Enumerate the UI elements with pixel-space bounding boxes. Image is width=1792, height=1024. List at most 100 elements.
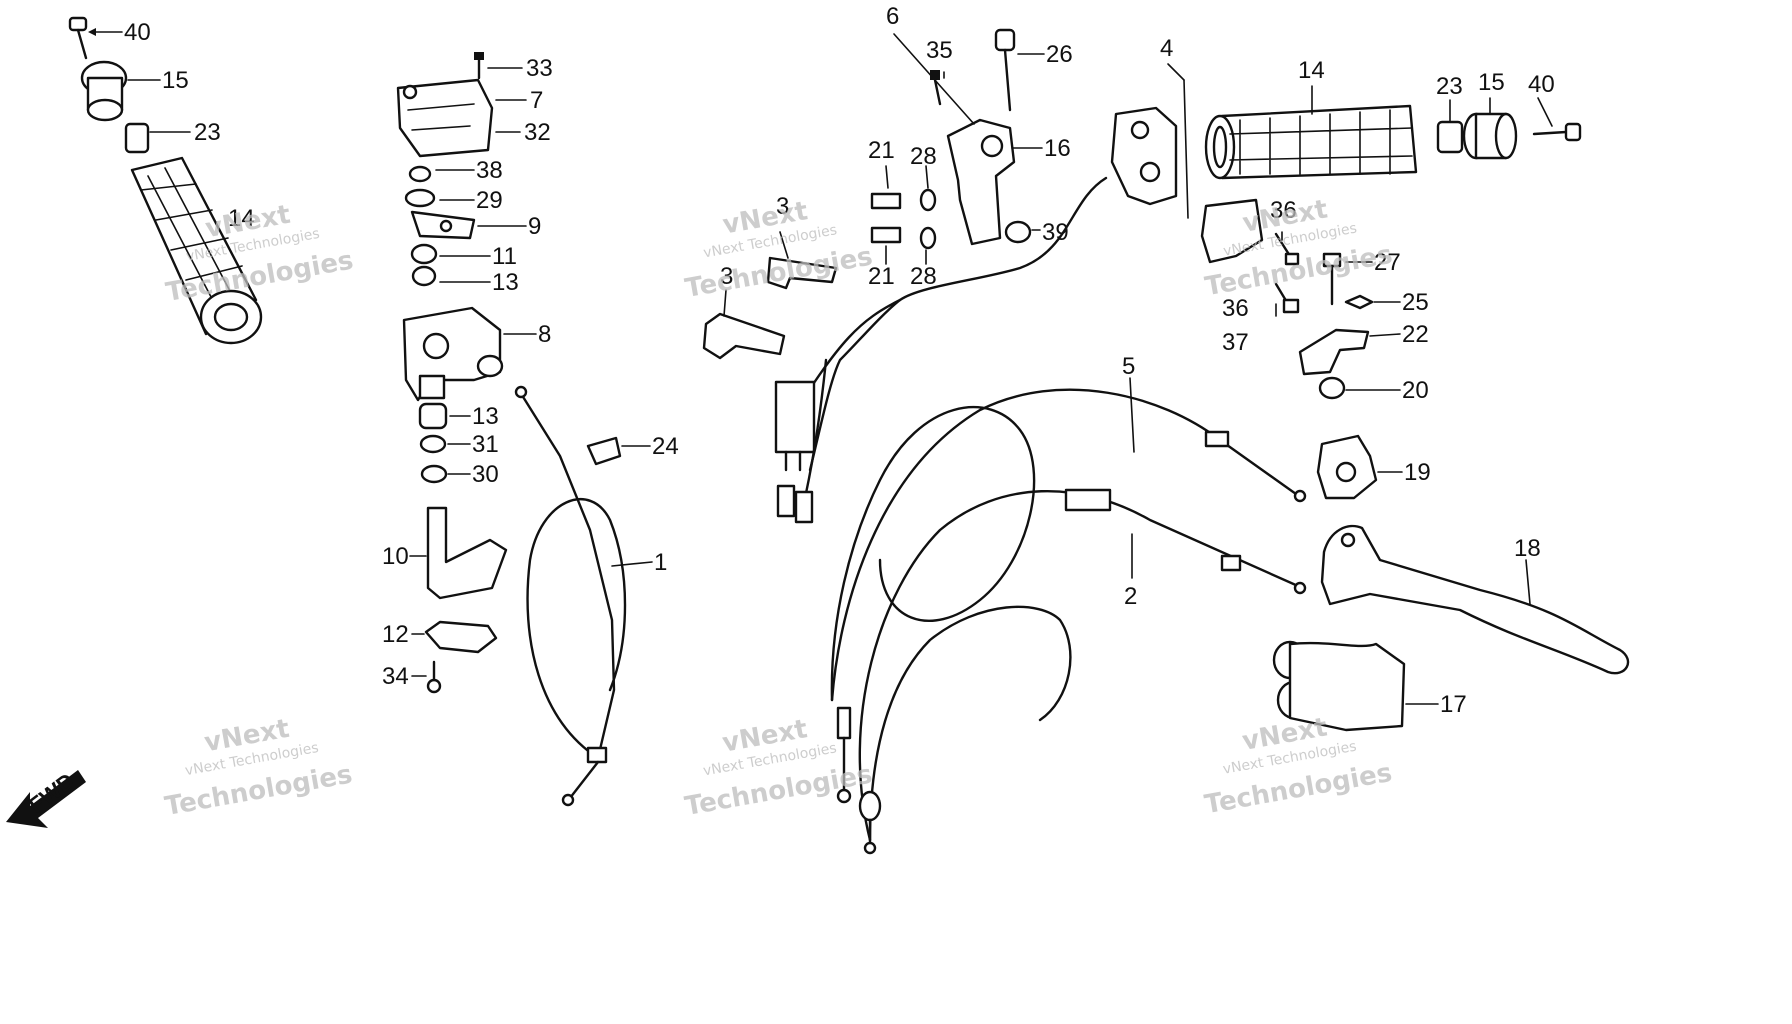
cable-2 bbox=[836, 488, 1307, 855]
left-bar-end-bolt bbox=[68, 16, 88, 60]
throttle-cable-1 bbox=[514, 385, 627, 807]
callout-6: 6 bbox=[886, 3, 899, 30]
callout-19: 19 bbox=[1404, 459, 1431, 486]
callout-2: 2 bbox=[1124, 583, 1137, 610]
bolt-26 bbox=[994, 28, 1016, 112]
callout-15-left: 15 bbox=[162, 67, 189, 94]
cable-5 bbox=[830, 388, 1307, 702]
lever-cover-17 bbox=[1272, 640, 1406, 732]
screw-36-upper bbox=[1274, 232, 1300, 266]
callout-labels: 40 15 23 14 33 7 32 38 29 9 11 13 8 13 3… bbox=[124, 3, 1555, 718]
watermark-top-center: vNext vNext Technologies Technologies bbox=[683, 196, 875, 304]
spring-28-lower bbox=[919, 226, 937, 250]
right-collar-23 bbox=[1436, 120, 1464, 154]
switch-housing-4 bbox=[1110, 106, 1178, 206]
right-bar-end-bolt-40 bbox=[1532, 122, 1582, 142]
washer-13-bottom bbox=[418, 402, 448, 430]
leader-lines bbox=[88, 28, 1553, 705]
watermark-bottom-left: vNext vNext Technologies Technologies bbox=[163, 714, 355, 822]
callout-16: 16 bbox=[1044, 135, 1071, 162]
callout-4: 4 bbox=[1160, 35, 1173, 62]
callout-36-upper: 36 bbox=[1270, 197, 1297, 224]
spring-28-upper bbox=[919, 188, 937, 212]
nut-11 bbox=[410, 243, 438, 265]
callout-11: 11 bbox=[492, 243, 517, 270]
callout-9: 9 bbox=[528, 213, 541, 240]
callout-1: 1 bbox=[654, 549, 667, 576]
screw-36-lower bbox=[1274, 282, 1300, 314]
callout-38: 38 bbox=[476, 157, 503, 184]
left-grip bbox=[130, 156, 263, 345]
left-bar-end-weight bbox=[80, 60, 128, 122]
pin-25 bbox=[1344, 294, 1374, 310]
callout-32: 32 bbox=[524, 119, 551, 146]
callout-35: 35 bbox=[926, 37, 953, 64]
callout-29: 29 bbox=[476, 187, 503, 214]
callout-17: 17 bbox=[1440, 691, 1467, 718]
left-collar bbox=[124, 122, 150, 154]
lever-bracket-16 bbox=[946, 118, 1016, 246]
choke-lever-3-upper bbox=[766, 256, 838, 290]
throttle-housing-screw-33 bbox=[474, 52, 484, 80]
bolt-35 bbox=[930, 70, 942, 106]
forward-arrow: FWD bbox=[6, 768, 86, 828]
callout-3-lower: 3 bbox=[720, 263, 733, 290]
callout-18: 18 bbox=[1514, 535, 1541, 562]
callout-26: 26 bbox=[1046, 41, 1073, 68]
callout-14-right: 14 bbox=[1298, 57, 1325, 84]
washer-38 bbox=[408, 165, 432, 183]
right-bar-end-weight-15 bbox=[1462, 112, 1518, 160]
right-grip-14 bbox=[1204, 104, 1418, 180]
callout-36-lower: 36 bbox=[1222, 295, 1249, 322]
cable-guide-12 bbox=[424, 620, 498, 654]
callout-10: 10 bbox=[382, 543, 409, 570]
callout-13-upper: 13 bbox=[492, 269, 519, 296]
callout-30: 30 bbox=[472, 461, 499, 488]
spring-31 bbox=[419, 434, 447, 454]
switch-bracket-lower bbox=[1200, 198, 1264, 264]
callout-7: 7 bbox=[530, 87, 543, 114]
throttle-tube-10 bbox=[426, 506, 508, 600]
bolt-21-lower bbox=[870, 226, 902, 244]
callout-24: 24 bbox=[652, 433, 679, 460]
callout-23-left: 23 bbox=[194, 119, 221, 146]
callout-37: 37 bbox=[1222, 329, 1249, 356]
callout-21-lower: 21 bbox=[868, 263, 895, 290]
watermark-top-right: vNext vNext Technologies Technologies bbox=[1203, 194, 1395, 302]
throttle-housing-top-7 bbox=[396, 78, 494, 158]
wiring-harness bbox=[774, 176, 1108, 524]
lever-18 bbox=[1320, 524, 1630, 675]
screw-34 bbox=[426, 660, 442, 694]
callout-34: 34 bbox=[382, 663, 409, 690]
callout-22: 22 bbox=[1402, 321, 1429, 348]
switch-19 bbox=[1316, 434, 1378, 500]
callout-13-lower: 13 bbox=[472, 403, 499, 430]
callout-5: 5 bbox=[1122, 353, 1135, 380]
callout-20: 20 bbox=[1402, 377, 1429, 404]
callout-23-right: 23 bbox=[1436, 73, 1463, 100]
callout-39: 39 bbox=[1042, 219, 1069, 246]
bracket-22 bbox=[1298, 328, 1370, 376]
callout-21-upper: 21 bbox=[868, 137, 895, 164]
boot-24 bbox=[586, 436, 622, 466]
throttle-housing-8 bbox=[402, 306, 504, 402]
boot-20 bbox=[1318, 376, 1346, 400]
callout-40-right: 40 bbox=[1528, 71, 1555, 98]
callout-27: 27 bbox=[1374, 249, 1401, 276]
washer-30 bbox=[420, 464, 448, 484]
callout-31: 31 bbox=[472, 431, 499, 458]
callout-25: 25 bbox=[1402, 289, 1429, 316]
callout-15-right: 15 bbox=[1478, 69, 1505, 96]
nut-39 bbox=[1004, 220, 1032, 244]
callout-28-upper: 28 bbox=[910, 143, 937, 170]
callout-40-left: 40 bbox=[124, 19, 151, 46]
callout-3-upper: 3 bbox=[776, 193, 789, 220]
bolt-21-upper bbox=[870, 192, 902, 210]
choke-lever-3-lower bbox=[702, 312, 786, 360]
spring-29 bbox=[404, 188, 436, 208]
callout-14-left: 14 bbox=[228, 205, 255, 232]
callout-28-lower: 28 bbox=[910, 263, 937, 290]
callout-8: 8 bbox=[538, 321, 551, 348]
bolt-27 bbox=[1322, 252, 1342, 306]
